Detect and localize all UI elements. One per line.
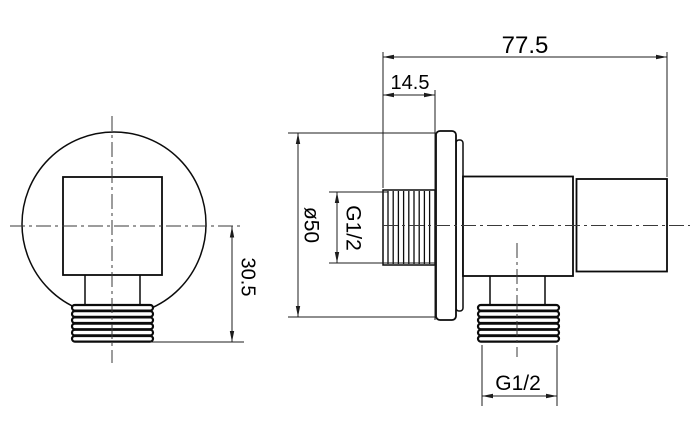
thread-ridge — [476, 316, 561, 325]
arrowhead-up — [229, 226, 235, 238]
dimension-wall-thread-size: G1/2 — [329, 191, 435, 264]
arrowhead-right — [546, 393, 557, 399]
arrowhead-left — [383, 54, 394, 60]
dimension-label-outlet-drop: 30.5 — [237, 258, 259, 297]
dimension-label-overall-length: 77.5 — [502, 32, 549, 59]
arrowhead-up — [295, 133, 301, 144]
dimension-label-flange-diameter: ø50 — [299, 207, 322, 243]
thread-ridge — [476, 322, 561, 331]
dimension-outlet-drop: 30.5 — [150, 226, 259, 343]
thread-ridge — [476, 328, 561, 337]
dimension-outlet-thread-size: G1/2 — [481, 345, 558, 406]
dimension-overall-length: 77.5 — [382, 32, 668, 188]
arrowhead-right — [424, 92, 435, 98]
dimension-label-wall-thread-length: 14.5 — [391, 72, 430, 94]
thread-ridge — [476, 334, 561, 343]
arrowhead-down — [334, 252, 340, 263]
dimension-label-outlet-thread-size: G1/2 — [495, 372, 541, 395]
dimension-flange-diameter: ø50 — [288, 132, 437, 318]
arrowhead-left — [383, 92, 394, 98]
wall-thread — [382, 189, 436, 266]
arrowhead-down — [295, 306, 301, 317]
arrowhead-up — [334, 192, 340, 203]
thread-ridge — [476, 303, 561, 312]
arrowhead-left — [482, 393, 493, 399]
valve-body — [462, 175, 574, 277]
dimension-wall-thread-length: 14.5 — [383, 72, 436, 320]
outlet-thread-side — [476, 303, 561, 343]
arrowhead-right — [656, 54, 667, 60]
dimension-label-wall-thread-size: G1/2 — [341, 205, 364, 251]
thread-ridge — [476, 310, 561, 318]
front-view: 30.5 — [10, 116, 259, 363]
side-view: 77.5 14.5 ø50 G1/2 — [288, 32, 690, 406]
arrowhead-down — [229, 331, 235, 342]
